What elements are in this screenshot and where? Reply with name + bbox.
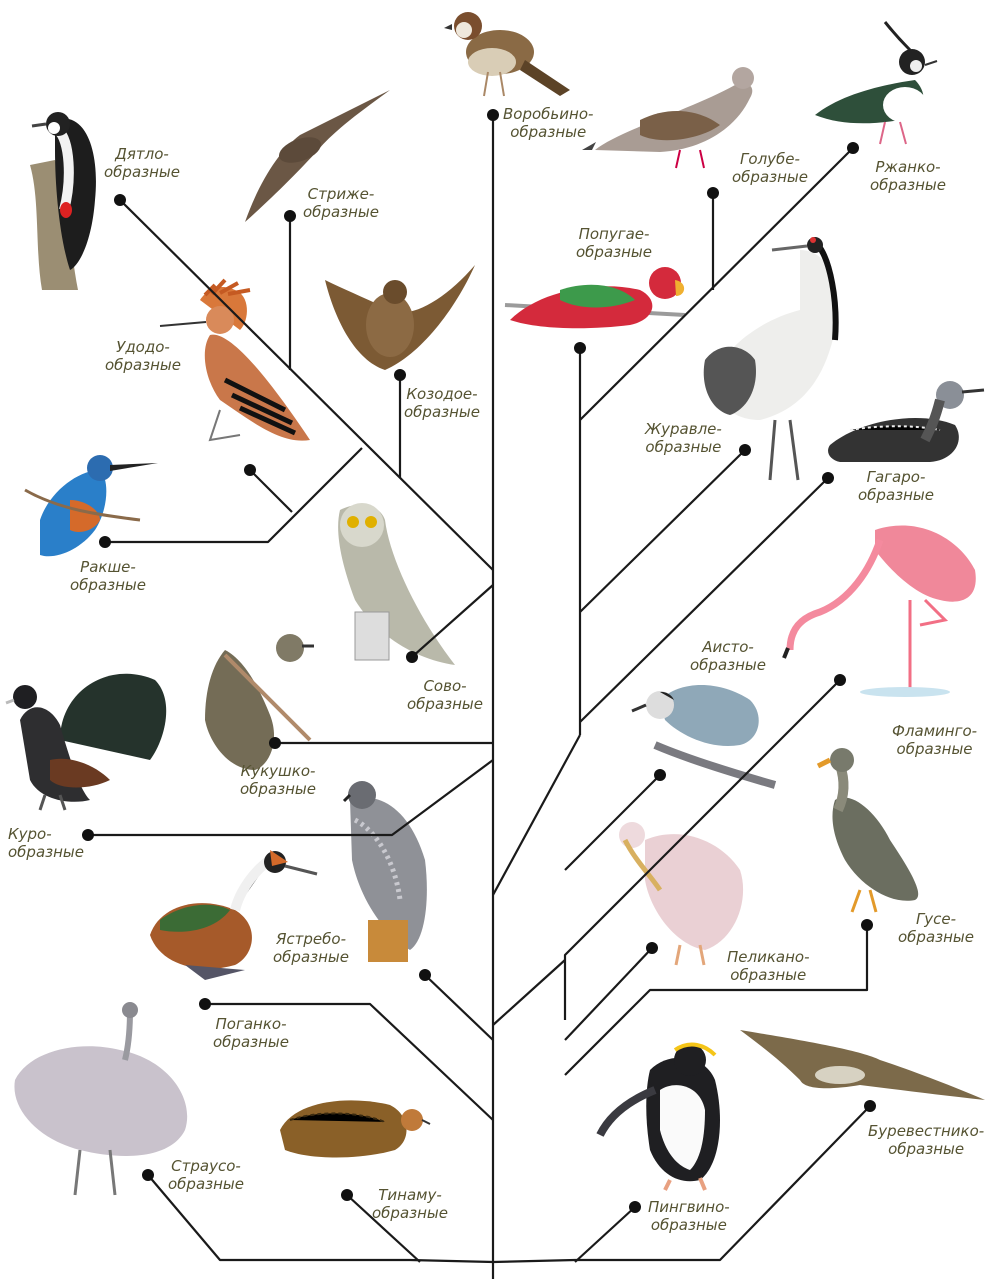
- label-burevestniko: Буревестнико-образные: [868, 1122, 984, 1158]
- label-rakshe: Ракше-образные: [70, 558, 146, 594]
- owl-illustration: [338, 503, 455, 665]
- penguin-illustration: [600, 1044, 720, 1190]
- flamingo-illustration: [784, 526, 976, 697]
- hawk-illustration: [344, 781, 427, 962]
- label-kukushko: Кукушко-образные: [240, 762, 316, 798]
- woodpecker-illustration: [30, 112, 96, 290]
- label-kuro: Куро-образные: [8, 825, 84, 861]
- label-pingvino: Пингвино-образные: [648, 1198, 730, 1234]
- nightjar-illustration: [325, 265, 475, 370]
- label-rzhanko: Ржанко-образные: [870, 158, 946, 194]
- label-sovo: Сово-образные: [407, 677, 483, 713]
- label-vorobyino: Воробьино-образные: [503, 105, 593, 141]
- loon-illustration: [828, 381, 984, 462]
- hoopoe-illustration: [160, 280, 310, 441]
- parrot-illustration: [505, 267, 685, 328]
- goose-illustration: [818, 748, 918, 912]
- label-dyatlo: Дятло-образные: [104, 145, 180, 181]
- label-flamingo: Фламинго-образные: [892, 722, 977, 758]
- label-zhuravle: Журавле-образные: [645, 420, 722, 456]
- label-kozodoe: Козодое-образные: [404, 385, 480, 421]
- label-tinamu: Тинаму-образные: [372, 1186, 448, 1222]
- label-strauso: Страусо-образные: [168, 1157, 244, 1193]
- label-udodo: Удодо-образные: [105, 338, 181, 374]
- lapwing-illustration: [815, 22, 937, 144]
- pelican-illustration: [619, 822, 743, 965]
- label-golube: Голубе-образные: [732, 150, 808, 186]
- dove-illustration: [582, 67, 754, 168]
- crane-illustration: [704, 237, 838, 480]
- label-pelikano: Пеликано-образные: [727, 948, 810, 984]
- cuckoo-illustration: [205, 634, 314, 770]
- sparrow-illustration: [444, 12, 570, 96]
- tinamou-illustration: [280, 1100, 430, 1157]
- label-guse: Гусе-образные: [898, 910, 974, 946]
- petrel-illustration: [740, 1030, 985, 1100]
- rhea-illustration: [14, 1002, 187, 1195]
- label-aisto: Аисто-образные: [690, 638, 766, 674]
- label-popugae: Попугае-образные: [576, 225, 652, 261]
- label-strizhe: Стриже-образные: [303, 185, 379, 221]
- heron-illustration: [632, 685, 775, 785]
- label-poganko: Поганко-образные: [213, 1015, 289, 1051]
- capercaillie-illustration: [6, 674, 166, 810]
- label-yastrebo: Ястребо-образные: [273, 930, 349, 966]
- label-gagaro: Гагаро-образные: [858, 468, 934, 504]
